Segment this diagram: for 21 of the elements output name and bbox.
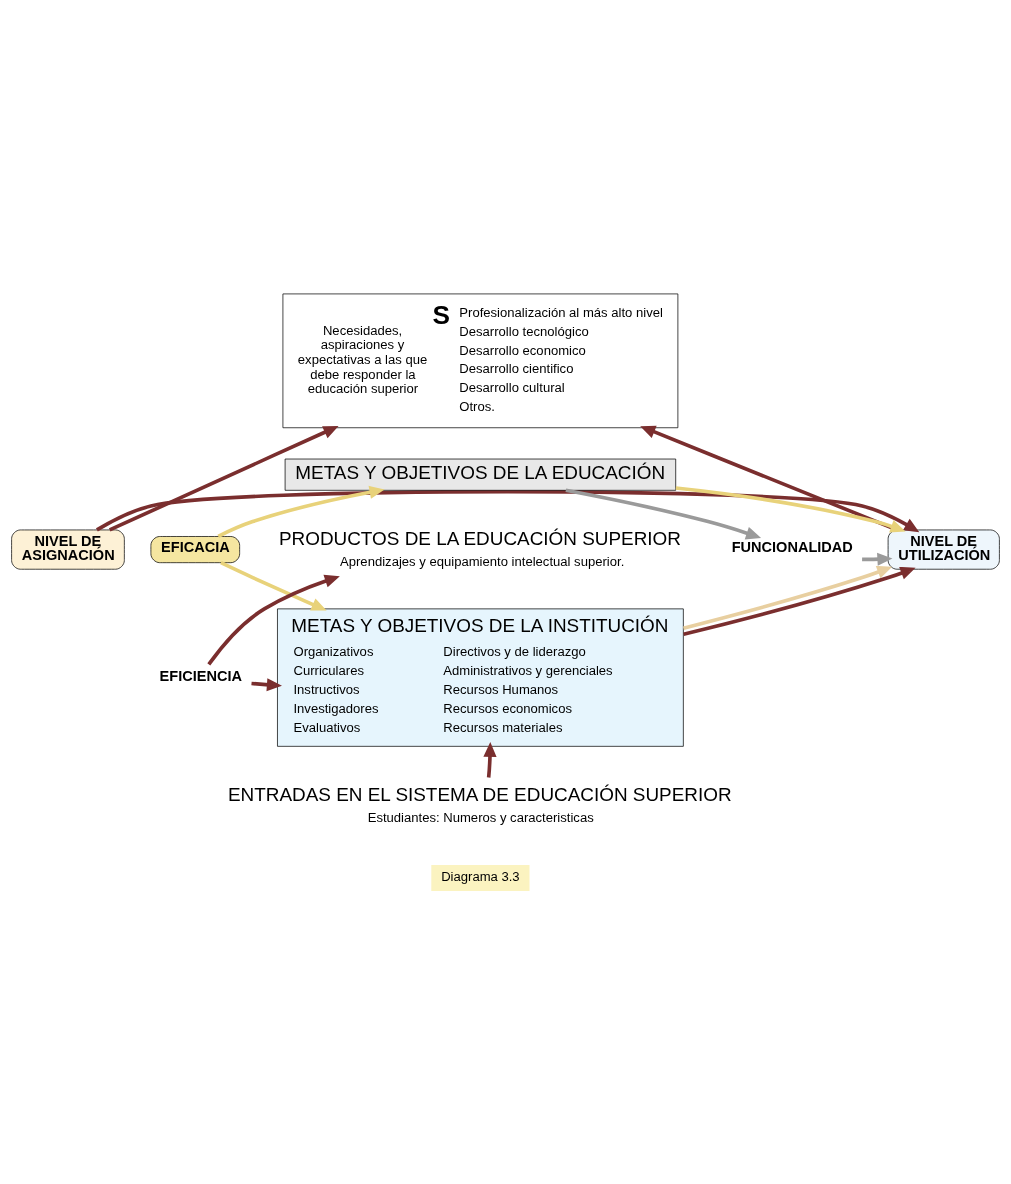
node-text: EFICIENCIA [159, 667, 242, 684]
arrow [95, 489, 920, 532]
arrow [220, 560, 327, 611]
node-text: ENTRADAS EN EL SISTEMA DE EDUCACIÓN SUPERIOR Estudiantes: Numeros y caracteristicas [228, 783, 732, 825]
arrow [483, 741, 497, 778]
arrow [207, 574, 340, 665]
arrow [675, 485, 906, 533]
node-text: FUNCIONALIDAD [731, 538, 853, 555]
arrow [683, 565, 893, 630]
node-box: EFICACIA [150, 535, 240, 563]
label: Diagrama 3.3 [441, 868, 520, 884]
arrow [217, 485, 385, 538]
node-box: METAS Y OBJETIVOS DE LA INSTITUCIÓN Organizativos Curriculares Instructivos Investigadores Evaluativos Directivos y de liderazgo Administrativos y gerenciales Recursos Humanos Recursos economicos Recursos materiales [277, 608, 684, 747]
node-box: METAS Y OBJETIVOS DE LA EDUCACIÓN [284, 458, 677, 491]
arrow [683, 566, 916, 636]
arrow [108, 425, 339, 532]
node-text: PRODUCTOS DE LA EDUCACIÓN SUPERIOR Aprendizajes y equipamiento intelectual superior. [278, 527, 681, 569]
node-box: Necesidades, aspiraciones y expectativas a las que debe responder la educación superior S Profesionalización al más alto nivel Desarrollo tecnológico Desarrollo economico Desarrollo cientifico Desarrollo cultural Otros. [282, 293, 679, 428]
arrow [565, 488, 762, 539]
node-box: NIVEL DE UTILIZACIÓN [887, 529, 1000, 570]
node-box: NIVEL DE ASIGNACIÓN [11, 529, 125, 570]
